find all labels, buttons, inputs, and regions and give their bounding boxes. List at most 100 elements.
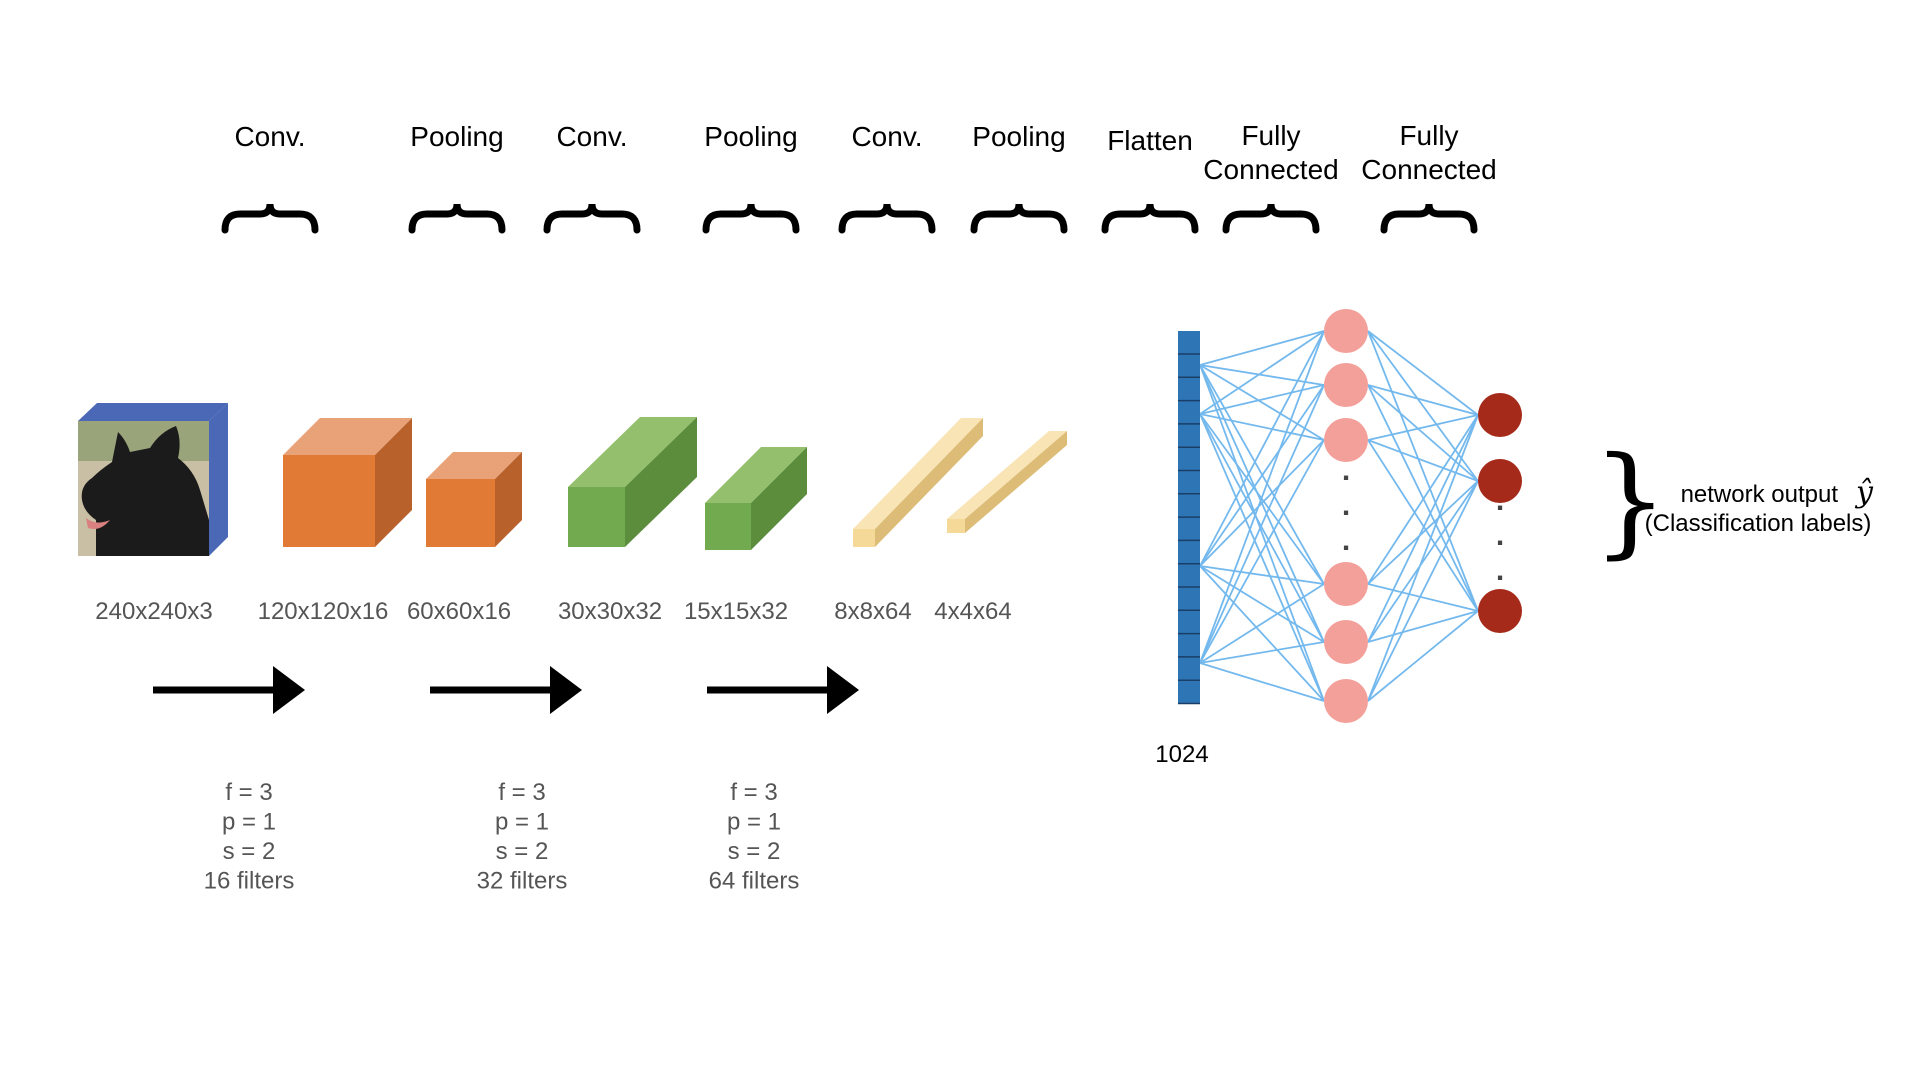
volume-15x15x32-side (751, 447, 807, 550)
output-brace: } (1592, 432, 1668, 571)
volume-8x8x64 (853, 418, 983, 547)
dimension-label: 240x240x3 (95, 598, 212, 625)
stage-label: Connected (1361, 154, 1496, 185)
flow-arrow (430, 666, 582, 714)
output-node (1478, 393, 1522, 437)
dog-tongue (86, 518, 110, 529)
volume-60x60x16-front (426, 479, 495, 547)
dimension-label: 120x120x16 (258, 598, 389, 625)
hidden-node (1324, 620, 1368, 664)
stage-label: Pooling (972, 121, 1065, 152)
output-label-line1: network output (1681, 481, 1839, 508)
conv-param-line: 64 filters (709, 868, 800, 895)
dimension-label: 4x4x64 (934, 598, 1011, 625)
stage-bracket (1380, 203, 1478, 234)
stage-bracket (970, 203, 1068, 234)
conv-params: f = 3 p = 1s = 2 32 filters (477, 779, 568, 895)
conv-param-line: p = 1 (495, 809, 549, 836)
dense-network: ...... (1178, 309, 1522, 723)
volume-60x60x16-side (495, 452, 522, 547)
conv-param-line: f = 3 (498, 779, 545, 806)
ellipsis-dot: . (1342, 489, 1350, 522)
input-volume-top (78, 403, 228, 421)
ellipsis-dot: . (1496, 554, 1504, 587)
output-node (1478, 589, 1522, 633)
stage-label: Flatten (1107, 125, 1193, 156)
conv-params: f = 3 p = 1s = 2 16 filters (204, 779, 295, 895)
volume-30x30x32-top (568, 417, 697, 487)
volume-4x4x64-top (947, 431, 1067, 519)
stage-label: Conv. (556, 121, 627, 152)
volume-4x4x64-side (965, 431, 1067, 533)
conv-param-line: f = 3 (225, 779, 272, 806)
volume-60x60x16-top (426, 452, 522, 479)
volume-120x120x16 (283, 418, 412, 547)
stage-label: Fully (1399, 120, 1458, 151)
stage-labels: Conv. Pooling Conv. Pooling Conv. Pooling Flat… (234, 120, 1496, 185)
stage-label: Pooling (410, 121, 503, 152)
feature-volumes (78, 403, 1067, 556)
stage-bracket (408, 203, 506, 234)
volume-30x30x32-front (568, 487, 625, 547)
stage-label: Pooling (704, 121, 797, 152)
volume-4x4x64-front (947, 519, 965, 533)
volume-120x120x16-side (375, 418, 412, 547)
flatten-vector (1178, 331, 1200, 705)
stage-label: Conv. (234, 121, 305, 152)
flow-arrow (707, 666, 859, 714)
output-layer-nodes (1478, 393, 1522, 633)
volume-30x30x32-side (625, 417, 697, 547)
flow-arrow (153, 666, 305, 714)
volume-120x120x16-front (283, 455, 375, 547)
stage-label: Conv. (851, 121, 922, 152)
stage-label: Fully (1241, 120, 1300, 151)
volume-120x120x16-top (283, 418, 412, 455)
dimension-label: 30x30x32 (558, 598, 662, 625)
conv-param-line: s = 2 (223, 838, 276, 865)
conv-params: f = 3 p = 1s = 2 64 filters (709, 779, 800, 895)
conv-param-line: p = 1 (727, 809, 781, 836)
hidden-node (1324, 679, 1368, 723)
ellipsis-dot: . (1342, 524, 1350, 557)
hidden-layer-nodes (1324, 309, 1368, 723)
volume-8x8x64-side (875, 418, 983, 547)
conv-param-line: s = 2 (496, 838, 549, 865)
conv-param-line: 16 filters (204, 868, 295, 895)
hidden-node (1324, 418, 1368, 462)
stage-bracket (702, 203, 800, 234)
ellipsis-dot: . (1496, 519, 1504, 552)
stage-label: Connected (1203, 154, 1338, 185)
volume-15x15x32 (705, 447, 807, 550)
stage-bracket (543, 203, 641, 234)
network-edges (1199, 330, 1479, 702)
volume-60x60x16 (426, 452, 522, 547)
network-output: } network output ŷ (Classification label… (1592, 432, 1874, 571)
output-node (1478, 459, 1522, 503)
volume-4x4x64 (947, 431, 1067, 533)
volume-15x15x32-top (705, 447, 807, 503)
stage-bracket (838, 203, 936, 234)
dimension-label: 8x8x64 (834, 598, 911, 625)
stage-bracket (221, 203, 319, 234)
dog-photo-icon (81, 426, 209, 556)
input-image-volume (78, 403, 228, 556)
conv-param-line: p = 1 (222, 809, 276, 836)
output-label-line2: (Classification labels) (1645, 510, 1872, 537)
hidden-node (1324, 562, 1368, 606)
stage-bracket (1101, 203, 1199, 234)
ellipsis-dot: . (1496, 484, 1504, 517)
input-volume-side (209, 403, 228, 556)
stage-bracket (1222, 203, 1320, 234)
hidden-node (1324, 363, 1368, 407)
ellipsis-dots: ...... (1342, 454, 1504, 587)
conv-param-line: f = 3 (730, 779, 777, 806)
volume-15x15x32-front (705, 503, 751, 550)
stage-brackets (221, 203, 1478, 234)
conv-param-line: 32 filters (477, 868, 568, 895)
dimension-label: 60x60x16 (407, 598, 511, 625)
output-symbol: ŷ (1854, 475, 1874, 510)
conv-param-line: s = 2 (728, 838, 781, 865)
